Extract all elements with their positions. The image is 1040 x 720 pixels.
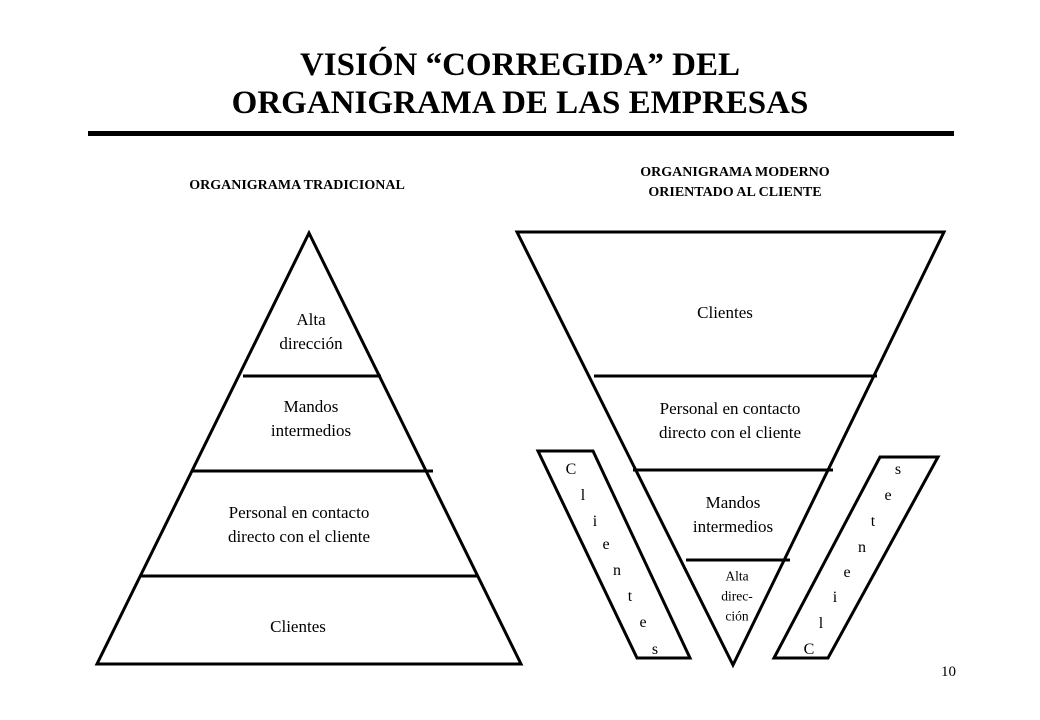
right-side-letter-7: l (819, 615, 824, 632)
traditional-heading: ORGANIGRAMA TRADICIONAL (189, 178, 405, 193)
traditional-level-3-line-1: Personal en contacto (229, 503, 370, 522)
modern-heading-line-2: ORIENTADO AL CLIENTE (648, 185, 822, 200)
right-side-band (771, 455, 941, 660)
modern-level-1-line-1: Clientes (697, 303, 753, 322)
right-side-letter-2: e (884, 487, 891, 504)
right-side-letter-8: C (804, 641, 815, 658)
title-line-1: VISIÓN “CORREGIDA” DEL (299, 47, 741, 83)
traditional-level-1-line-1: Alta (296, 310, 326, 329)
title-underline (88, 131, 954, 136)
title-line-2: ORGANIGRAMA DE LAS EMPRESAS (231, 85, 809, 121)
modern-level-3-line-2: intermedios (693, 517, 773, 536)
slide-title: VISIÓN “CORREGIDA” DEL ORGANIGRAMA DE LA… (0, 46, 1040, 122)
modern-heading: ORGANIGRAMA MODERNO ORIENTADO AL CLIENTE (580, 163, 890, 203)
left-side-letter-1: C (566, 461, 577, 478)
modern-level-4-line-1: Alta (725, 569, 748, 584)
left-side-letter-4: e (602, 536, 609, 553)
modern-level-4-line-3: ción (725, 609, 748, 624)
traditional-level-2-line-2: intermedios (271, 421, 351, 440)
left-side-letter-8: s (652, 641, 658, 658)
page-number: 10 (941, 664, 956, 680)
right-side-letter-4: n (858, 539, 866, 556)
modern-level-4-line-2: direc- (721, 589, 753, 604)
right-side-letter-5: e (843, 564, 850, 581)
modern-level-2-line-1: Personal en contacto (660, 399, 801, 418)
left-side-letter-6: t (628, 588, 633, 605)
right-side-letter-1: s (895, 461, 901, 478)
left-side-letter-2: l (581, 487, 586, 504)
traditional-level-3-line-2: directo con el cliente (228, 527, 370, 546)
traditional-pyramid-outline (94, 229, 524, 666)
left-side-letter-3: i (593, 513, 598, 530)
left-side-letter-5: n (613, 562, 621, 579)
traditional-level-4-line-1: Clientes (270, 617, 326, 636)
left-side-band (535, 449, 693, 660)
traditional-level-2-line-1: Mandos (284, 397, 339, 416)
right-side-letter-6: i (833, 589, 838, 606)
right-side-letter-3: t (871, 513, 876, 530)
modern-level-2-line-2: directo con el cliente (659, 423, 801, 442)
left-side-letter-7: e (639, 614, 646, 631)
modern-pyramid-outline (514, 230, 947, 669)
modern-heading-line-1: ORGANIGRAMA MODERNO (640, 165, 830, 180)
traditional-level-1-line-2: dirección (279, 334, 343, 353)
modern-level-3-line-1: Mandos (706, 493, 761, 512)
